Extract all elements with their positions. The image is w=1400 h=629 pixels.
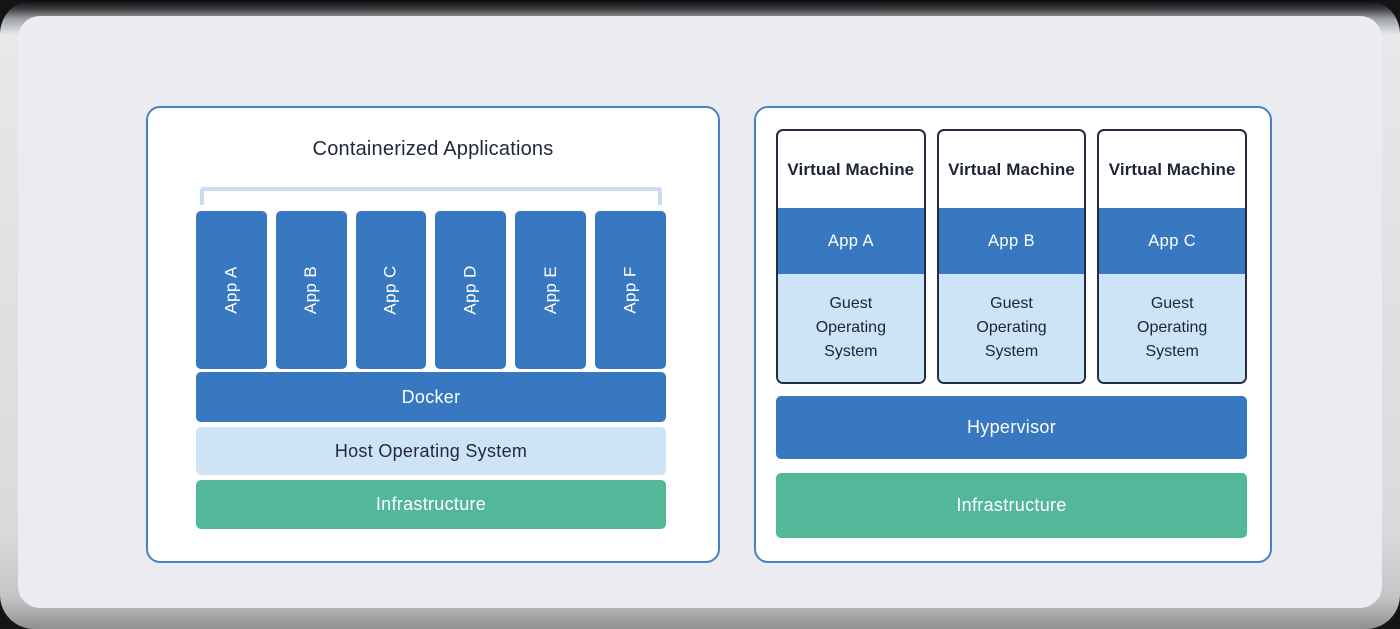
containers-bracket: [200, 187, 662, 205]
vm-row: Virtual Machine App A Guest Operating Sy…: [776, 129, 1247, 384]
container-app-e: App E: [515, 211, 586, 369]
virtual-machines-panel: Virtual Machine App A Guest Operating Sy…: [754, 106, 1272, 563]
vm-card-1: Virtual Machine App A Guest Operating Sy…: [776, 129, 926, 384]
container-apps-row: App A App B App C App D App E App F: [196, 211, 666, 369]
canvas-background: Containerized Applications App A App B A…: [18, 16, 1382, 608]
vm-card-3: Virtual Machine App C Guest Operating Sy…: [1097, 129, 1247, 384]
container-app-e-label: App E: [541, 266, 561, 314]
containers-panel: Containerized Applications App A App B A…: [146, 106, 720, 563]
containers-infrastructure-layer: Infrastructure: [196, 480, 666, 529]
vm-card-3-title: Virtual Machine: [1099, 131, 1245, 208]
vm-card-2: Virtual Machine App B Guest Operating Sy…: [937, 129, 1087, 384]
container-app-b-label: App B: [301, 266, 321, 314]
container-app-c: App C: [356, 211, 427, 369]
container-app-a: App A: [196, 211, 267, 369]
host-os-layer: Host Operating System: [196, 427, 666, 475]
containers-panel-title: Containerized Applications: [148, 138, 718, 161]
container-app-f-label: App F: [621, 266, 641, 313]
vm-card-1-app: App A: [778, 208, 924, 274]
container-app-d: App D: [435, 211, 506, 369]
vm-card-1-guest-os: Guest Operating System: [778, 274, 924, 382]
vm-card-2-app: App B: [939, 208, 1085, 274]
container-app-b: App B: [276, 211, 347, 369]
vm-infrastructure-layer: Infrastructure: [776, 473, 1247, 538]
vm-card-2-title: Virtual Machine: [939, 131, 1085, 208]
container-app-f: App F: [595, 211, 666, 369]
vm-card-2-guest-os: Guest Operating System: [939, 274, 1085, 382]
container-app-a-label: App A: [221, 266, 241, 313]
docker-layer: Docker: [196, 372, 666, 422]
vm-card-3-guest-os: Guest Operating System: [1099, 274, 1245, 382]
container-app-c-label: App C: [381, 265, 401, 314]
hypervisor-layer: Hypervisor: [776, 396, 1247, 459]
vm-card-1-title: Virtual Machine: [778, 131, 924, 208]
container-app-d-label: App D: [461, 265, 481, 314]
vm-card-3-app: App C: [1099, 208, 1245, 274]
